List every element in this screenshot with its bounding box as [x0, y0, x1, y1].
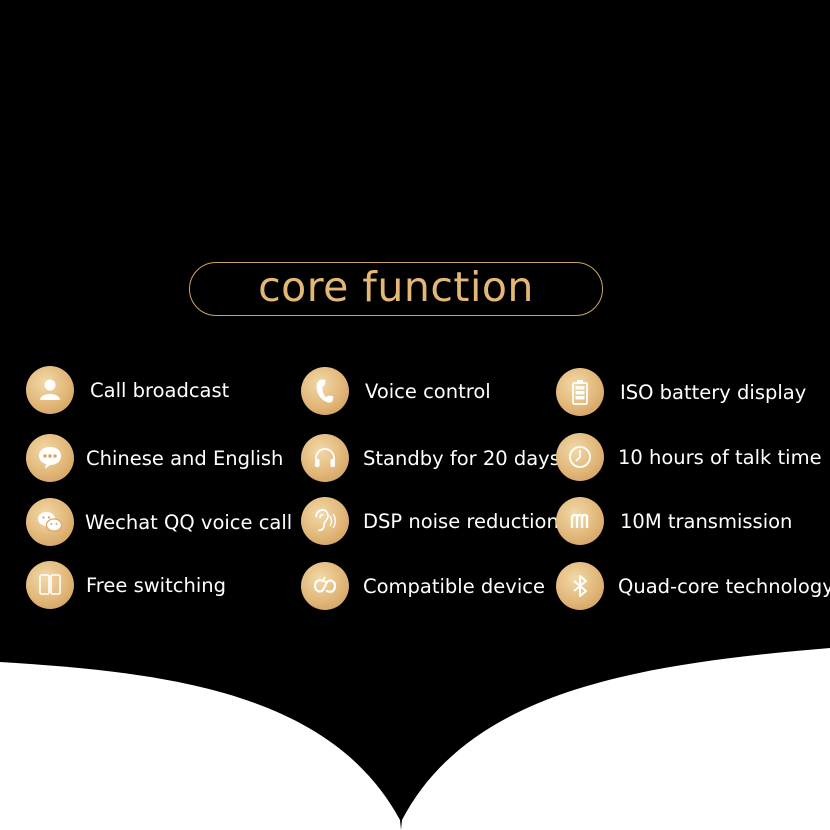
battery-icon: [556, 368, 604, 416]
feature-chinese-english: Chinese and English: [26, 433, 283, 483]
feature-label: 10M transmission: [620, 509, 793, 533]
m-icon: [556, 497, 604, 545]
page-title: core function: [258, 262, 534, 311]
headphones-icon: [301, 434, 349, 482]
feature-label: Quad-core technology: [618, 574, 830, 598]
phone-handset-icon: [301, 367, 349, 415]
bluetooth-icon: [556, 562, 604, 610]
feature-label: ISO battery display: [620, 380, 807, 404]
feature-label: DSP noise reduction: [363, 509, 559, 533]
feature-label: Voice control: [365, 379, 491, 403]
feature-transmission: 10M transmission: [556, 496, 792, 546]
feature-label: 10 hours of talk time: [618, 445, 822, 469]
sync-icon: [301, 562, 349, 610]
feature-quad-core: Quad-core technology: [556, 561, 830, 611]
feature-label: Free switching: [86, 573, 226, 597]
feature-dsp: DSP noise reduction: [301, 496, 559, 546]
feature-standby: Standby for 20 days: [301, 433, 560, 483]
phones-icon: [26, 561, 74, 609]
feature-talk-time: 10 hours of talk time: [556, 432, 822, 482]
ear-icon: [301, 497, 349, 545]
feature-battery: ISO battery display: [556, 367, 806, 417]
feature-voice-control: Voice control: [301, 366, 491, 416]
feature-label: Compatible device: [363, 574, 545, 598]
wechat-icon: [26, 498, 74, 546]
chat-bubble-icon: [26, 434, 74, 482]
feature-label: Call broadcast: [90, 378, 230, 402]
feature-compatible: Compatible device: [301, 561, 545, 611]
feature-call-broadcast: Call broadcast: [26, 365, 229, 415]
title-pill: core function: [189, 262, 603, 316]
feature-label: Standby for 20 days: [363, 446, 560, 470]
person-icon: [26, 366, 74, 414]
feature-wechat-qq: Wechat QQ voice call: [26, 497, 292, 547]
feature-free-switching: Free switching: [26, 560, 226, 610]
feature-label: Wechat QQ voice call: [85, 510, 293, 534]
clock-icon: [556, 433, 604, 481]
feature-label: Chinese and English: [86, 446, 284, 470]
